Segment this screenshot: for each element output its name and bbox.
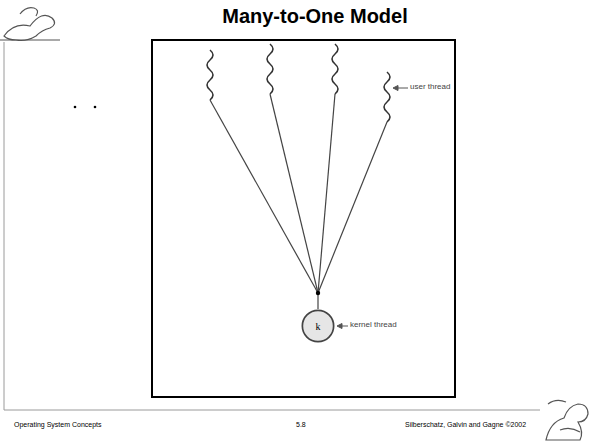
user-threads — [207, 44, 390, 122]
kernel-thread-circle: k — [301, 309, 335, 343]
dot — [94, 106, 97, 109]
thread-mapping-lines — [210, 94, 387, 309]
callout-label: kernel thread — [350, 320, 397, 329]
junction-dot — [316, 291, 320, 295]
frame-line — [4, 42, 5, 410]
user-thread-squiggle — [267, 44, 273, 94]
callout-label: user thread — [410, 82, 450, 91]
callout-arrows — [337, 86, 408, 329]
dot — [74, 106, 77, 109]
page-number: 5.8 — [296, 421, 306, 428]
dinosaur-doodle — [0, 8, 60, 41]
user-thread-squiggle — [207, 50, 213, 100]
slide-title: Many-to-One Model — [120, 5, 510, 28]
user-thread-squiggle — [332, 44, 338, 94]
dinosaur-doodle — [546, 400, 588, 440]
node-text: k — [316, 321, 321, 332]
user-thread-squiggle — [384, 72, 390, 122]
frame-line — [4, 410, 540, 411]
footer-text: Silberschatz, Galvin and Gagne ©2002 — [405, 421, 526, 428]
footer-text: Operating System Concepts — [14, 421, 102, 428]
diagram-frame — [152, 40, 455, 397]
